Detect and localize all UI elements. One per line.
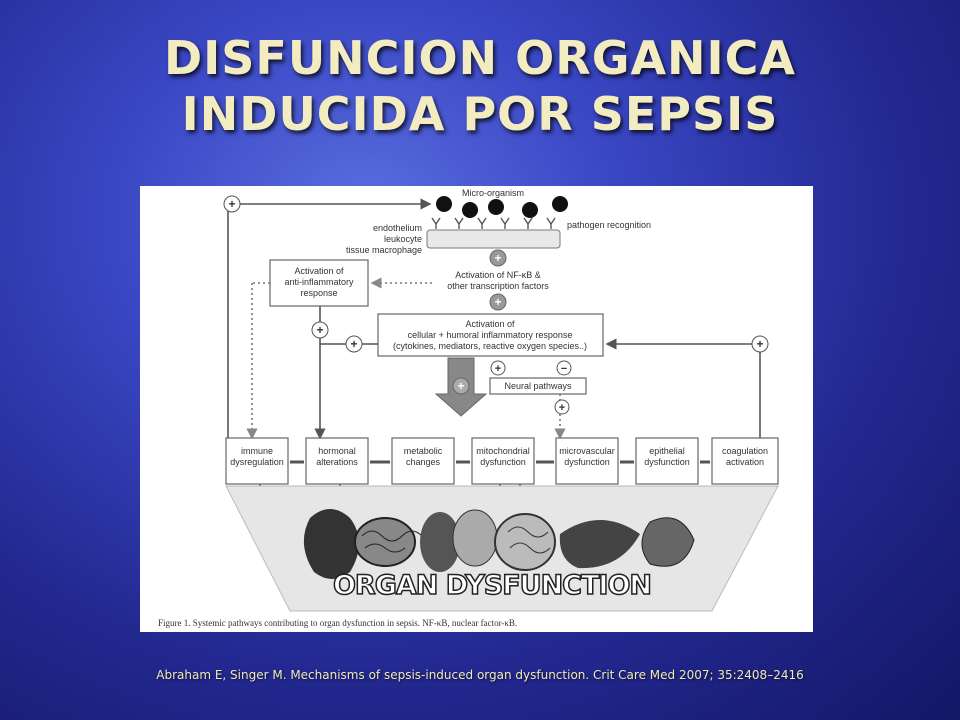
box-epithelial bbox=[635, 437, 699, 485]
neural-pathways-box bbox=[489, 377, 587, 395]
box-mitochondrial-line-2: dysfunction bbox=[480, 457, 526, 467]
inflammatory-line-1: Activation of bbox=[465, 319, 515, 329]
box-hormonal-line-1: hormonal bbox=[318, 446, 356, 456]
plus-icon: + bbox=[494, 251, 501, 265]
cell-membrane bbox=[426, 229, 561, 249]
intestine-icon bbox=[494, 513, 556, 571]
plus-icon: + bbox=[756, 337, 763, 351]
plus-icon: + bbox=[228, 197, 235, 211]
box-hormonal-line-2: alterations bbox=[316, 457, 358, 467]
anti-inflammatory-line-1: Activation of bbox=[294, 266, 344, 276]
cell-type-leukocyte: leukocyte bbox=[384, 234, 422, 244]
inflammatory-line-2: cellular + humoral inflammatory response bbox=[408, 330, 573, 340]
anti-inflammatory-line-2: anti-inflammatory bbox=[284, 277, 354, 287]
box-microvascular-line-1: microvascular bbox=[559, 446, 615, 456]
plus-icon: + bbox=[494, 295, 501, 309]
plus-icon: + bbox=[350, 337, 357, 351]
title-line-2: INDUCIDA POR SEPSIS bbox=[181, 87, 779, 141]
heart-icon bbox=[303, 509, 359, 579]
box-microvascular-line-2: dysfunction bbox=[564, 457, 610, 467]
receptors bbox=[431, 217, 556, 229]
dysfunction-row: immune dysregulation hormonal alteration… bbox=[225, 437, 779, 485]
cell-type-macrophage: tissue macrophage bbox=[346, 245, 422, 255]
box-coagulation-line-1: coagulation bbox=[722, 446, 768, 456]
plus-icon: + bbox=[316, 323, 323, 337]
minus-icon: − bbox=[561, 363, 567, 375]
box-epithelial-line-1: epithelial bbox=[649, 446, 685, 456]
anti-inflammatory-box bbox=[269, 259, 369, 307]
slide-title: DISFUNCION ORGANICA INDUCIDA POR SEPSIS bbox=[0, 30, 960, 142]
lungs-icon bbox=[452, 509, 498, 567]
micro-organisms bbox=[436, 196, 568, 218]
plus-icon: + bbox=[495, 363, 501, 375]
box-immune-line-2: dysregulation bbox=[230, 457, 284, 467]
box-metabolic-line-1: metabolic bbox=[404, 446, 443, 456]
sepsis-diagram-figure: Micro-organism pathogen recognition endo… bbox=[140, 186, 813, 632]
inflammatory-line-3: (cytokines, mediators, reactive oxygen s… bbox=[393, 341, 587, 351]
box-epithelial-line-2: dysfunction bbox=[644, 457, 690, 467]
box-microvascular bbox=[555, 437, 619, 485]
micro-organism-label: Micro-organism bbox=[462, 188, 524, 198]
cell-type-endothelium: endothelium bbox=[373, 223, 422, 233]
title-line-1: DISFUNCION ORGANICA bbox=[163, 31, 797, 85]
organ-dysfunction-label: ORGAN DYSFUNCTION bbox=[333, 570, 651, 601]
anti-inflammatory-line-3: response bbox=[300, 288, 337, 298]
transcription-line-1: Activation of NF-κB & bbox=[455, 270, 541, 280]
pathogen-recognition-label: pathogen recognition bbox=[567, 220, 651, 230]
kidney-icon bbox=[641, 517, 695, 567]
plus-icon: + bbox=[457, 379, 464, 393]
figure-caption: Figure 1. Systemic pathways contributing… bbox=[158, 618, 517, 628]
box-immune bbox=[225, 437, 289, 485]
sepsis-diagram: Micro-organism pathogen recognition endo… bbox=[158, 188, 779, 628]
transcription-line-2: other transcription factors bbox=[447, 281, 549, 291]
organ-icons bbox=[303, 509, 695, 579]
box-mitochondrial-line-1: mitochondrial bbox=[476, 446, 530, 456]
plus-icon: + bbox=[559, 402, 565, 414]
citation: Abraham E, Singer M. Mechanisms of sepsi… bbox=[156, 668, 804, 682]
box-hormonal bbox=[305, 437, 369, 485]
inflammatory-response-box bbox=[377, 313, 604, 357]
liver-icon bbox=[559, 520, 640, 569]
box-metabolic bbox=[391, 437, 455, 485]
kidney-small-icon bbox=[420, 512, 460, 572]
box-mitochondrial bbox=[471, 437, 535, 485]
neural-pathways-label: Neural pathways bbox=[504, 381, 572, 391]
box-metabolic-line-2: changes bbox=[406, 457, 441, 467]
box-coagulation bbox=[711, 437, 779, 485]
brain-icon bbox=[354, 517, 416, 567]
box-coagulation-line-2: activation bbox=[726, 457, 764, 467]
box-immune-line-1: immune bbox=[241, 446, 273, 456]
